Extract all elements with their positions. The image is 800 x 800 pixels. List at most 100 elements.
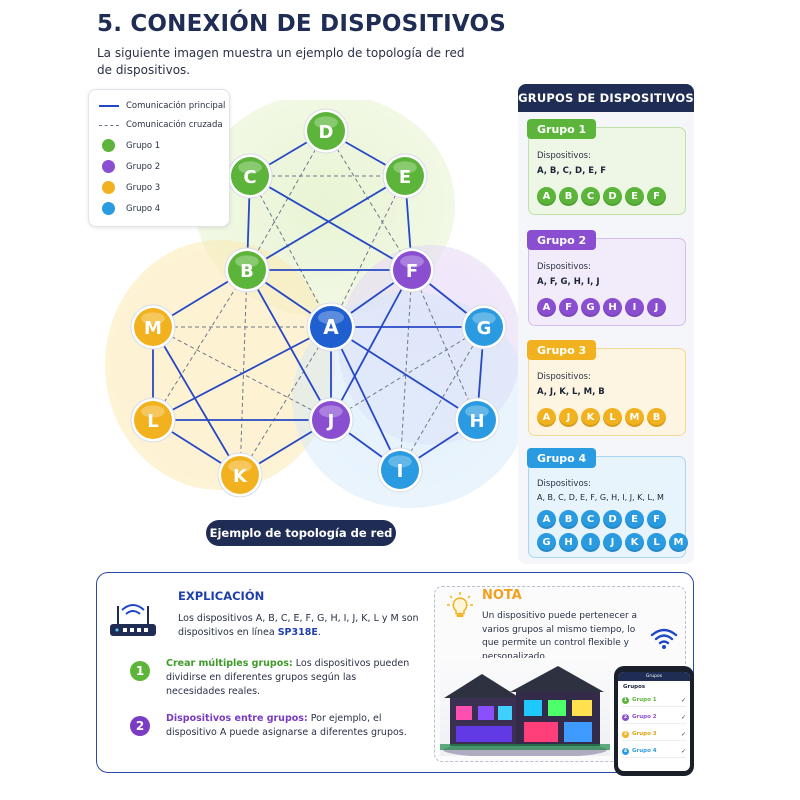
node-shine	[388, 455, 412, 468]
explanation-intro: Los dispositivos A, B, C, E, F, G, H, I,…	[178, 612, 428, 640]
node-A[interactable]: A	[306, 302, 356, 352]
step-1-title: Crear múltiples grupos:	[166, 658, 293, 669]
node-circle	[465, 308, 503, 346]
node-H[interactable]: H	[454, 397, 500, 443]
device-badge: D	[603, 510, 622, 529]
node-label: A	[323, 315, 339, 339]
device-badge: M	[625, 408, 644, 427]
legend-group-label: Grupo 4	[126, 203, 161, 214]
legend: Comunicación principal Comunicación cruz…	[88, 89, 230, 227]
link-E-A	[330, 175, 406, 328]
group-card-1[interactable]: Grupo 1 Dispositivos: A, B, C, D, E, F A…	[527, 119, 686, 215]
group-card-tab: Grupo 4	[527, 448, 597, 468]
phone-group-row[interactable]: 3 Grupo 3 ✓	[622, 728, 686, 741]
step-1-badge: 1	[130, 661, 150, 681]
link-D-F	[325, 130, 413, 271]
node-circle	[307, 112, 345, 150]
device-badge: K	[581, 408, 600, 427]
device-badge: B	[559, 510, 578, 529]
device-badge: L	[603, 408, 622, 427]
link-C-A	[249, 175, 332, 328]
node-shine	[472, 312, 496, 325]
phone-group-number: 3	[622, 730, 629, 738]
device-badge: G	[537, 533, 556, 552]
node-label: B	[240, 261, 254, 282]
note-text: Un dispositivo puede pertenecer a varios…	[482, 611, 638, 662]
explanation-intro-text: Los dispositivos A, B, C, E, F, G, H, I,…	[178, 613, 419, 638]
phone-group-row[interactable]: 1 Grupo 1 ✓	[622, 694, 686, 707]
node-shine	[228, 460, 252, 473]
node-B[interactable]: B	[224, 247, 270, 293]
node-L[interactable]: L	[130, 397, 176, 443]
check-icon: ✓	[680, 730, 686, 738]
device-badge: B	[647, 408, 666, 427]
node-label: C	[243, 167, 256, 188]
device-badge: M	[669, 533, 688, 552]
group-card-2[interactable]: Grupo 2 Dispositivos: A, F, G, H, I, J A…	[527, 230, 686, 326]
node-shine	[400, 255, 424, 268]
explanation-title: EXPLICACIÓN	[178, 589, 265, 603]
device-badge: D	[603, 187, 622, 206]
group-card-3[interactable]: Grupo 3 Dispositivos: A, J, K, L, M, B A…	[527, 340, 686, 436]
legend-main-link: Comunicación principal	[99, 101, 225, 111]
device-badge: B	[559, 187, 578, 206]
device-badge: H	[559, 533, 578, 552]
link-D-B	[246, 130, 327, 271]
device-badge: L	[647, 533, 666, 552]
lightbulb-icon	[447, 592, 473, 617]
node-C[interactable]: C	[227, 153, 273, 199]
node-G[interactable]: G	[461, 304, 507, 350]
wifi-icon	[650, 628, 678, 649]
phone-app-bar: Grupos	[618, 672, 690, 681]
link-K-A	[239, 326, 332, 476]
page-title: 5. CONEXIÓN DE DISPOSITIVOS	[97, 11, 506, 37]
phone-group-number: 1	[622, 696, 629, 704]
device-model: SP318E	[277, 627, 318, 638]
device-badge: I	[625, 298, 644, 317]
group-members: A, B, C, D, E, F, G, H, I, J, K, L, M	[537, 493, 664, 502]
node-K[interactable]: K	[217, 452, 263, 498]
node-circle	[393, 251, 431, 289]
note-title: NOTA	[482, 588, 522, 603]
node-label: K	[233, 466, 248, 487]
node-F[interactable]: F	[389, 247, 435, 293]
step-2-title: Dispositivos entre grupos:	[166, 713, 308, 724]
node-I[interactable]: I	[377, 447, 423, 493]
node-circle	[458, 401, 496, 439]
device-badge: A	[537, 510, 556, 529]
phone-group-row[interactable]: 2 Grupo 2 ✓	[622, 711, 686, 724]
link-F-I	[399, 269, 413, 471]
node-shine	[317, 310, 345, 325]
link-B-K	[239, 269, 248, 476]
phone-group-number: 4	[622, 747, 629, 755]
link-F-J	[330, 269, 413, 421]
device-badge: K	[625, 533, 644, 552]
node-J[interactable]: J	[308, 397, 354, 443]
groups-panel-title: GRUPOS DE DISPOSITIVOS	[518, 84, 694, 112]
node-D[interactable]: D	[303, 108, 349, 154]
phone-group-row[interactable]: 4 Grupo 4 ✓	[622, 745, 686, 758]
node-M[interactable]: M	[130, 304, 176, 350]
phone-group-label: Grupo 3	[632, 731, 657, 737]
node-circle	[312, 401, 350, 439]
check-icon: ✓	[680, 696, 686, 704]
group-4-area	[292, 292, 528, 508]
device-badge: C	[581, 187, 600, 206]
group-card-tab: Grupo 2	[527, 230, 597, 250]
node-E[interactable]: E	[382, 153, 428, 199]
device-badge: E	[625, 510, 644, 529]
phone-screen: Grupos Grupos 1 Grupo 1 ✓ 2 Grupo 2 ✓ 3 …	[618, 672, 690, 771]
device-badge: J	[647, 298, 666, 317]
group-card-4[interactable]: Grupo 4 Dispositivos: A, B, C, D, E, F, …	[527, 448, 688, 558]
node-label: J	[326, 411, 335, 432]
node-label: E	[399, 167, 411, 188]
group-card-tab: Grupo 1	[527, 119, 597, 139]
devices-label: Dispositivos:	[537, 479, 591, 489]
legend-group-4: Grupo 4	[99, 202, 160, 215]
node-circle	[310, 306, 352, 348]
link-L-B	[152, 269, 248, 421]
node-circle	[386, 157, 424, 195]
node-label: M	[144, 318, 162, 339]
